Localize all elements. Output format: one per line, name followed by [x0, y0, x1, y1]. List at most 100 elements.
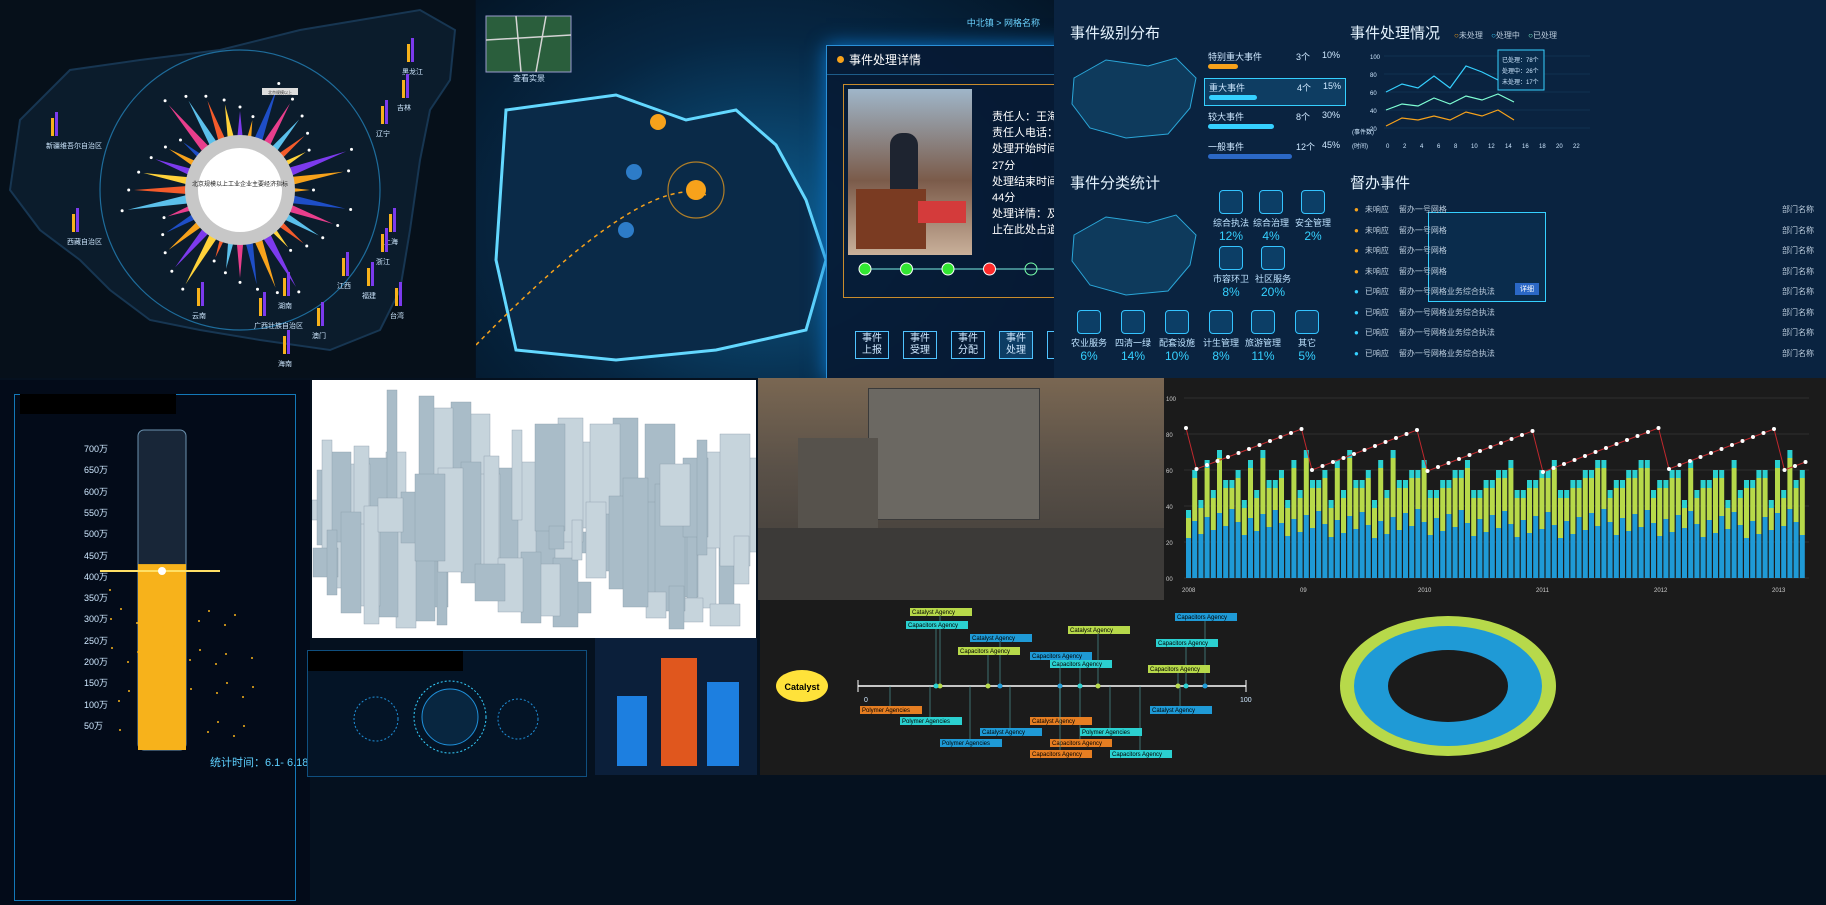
stack-bar: [1303, 450, 1309, 458]
supervise-row[interactable]: ●未响应留办一号网格部门名称: [1354, 245, 1814, 261]
line-point: [1572, 458, 1577, 462]
line-point: [1656, 426, 1661, 430]
line-point: [1299, 427, 1304, 431]
timeline-point: [1175, 683, 1181, 689]
timeline-label-bottom: Capacitors Agency: [1112, 752, 1162, 758]
stack-bar: [1403, 480, 1408, 488]
thermo-tick: 600万: [84, 486, 109, 497]
thermo-svg: [100, 429, 254, 751]
region-labels: 新疆维吾尔自治区西藏自治区黑龙江吉林辽宁上海浙江福建江西台湾云南广西壮族自治区湖…: [46, 38, 423, 368]
stack-bar: [1458, 478, 1464, 510]
status-dot-icon: ●: [1354, 287, 1359, 296]
supervise-row[interactable]: ●已响应留办一号网格业务综合执法部门名称: [1354, 307, 1814, 323]
supervise-status: 未响应: [1364, 205, 1389, 214]
stack-bar: [1254, 490, 1260, 498]
timeline-label-top: Catalyst Agency: [1070, 628, 1113, 634]
stack-bar: [1558, 498, 1563, 538]
region-bar: [72, 214, 75, 232]
stack-bar: [1626, 478, 1632, 531]
line-point: [1593, 450, 1598, 454]
stack-bar: [1533, 516, 1539, 578]
stack-bar: [1582, 470, 1588, 478]
stack-bar: [1682, 528, 1687, 578]
stack-bar: [1750, 488, 1756, 521]
stack-bar: [1719, 478, 1725, 516]
breadcrumb[interactable]: 中北镇 > 网格名称: [966, 18, 1040, 28]
supervise-row[interactable]: ●已响应留办一号网格业务综合执法部门名称: [1354, 348, 1814, 364]
stack-bar: [1372, 500, 1377, 508]
stack-bar: [1434, 490, 1439, 498]
line-point: [1719, 447, 1724, 451]
stack-bar: [1489, 480, 1495, 488]
stack-bar: [1229, 509, 1235, 578]
burst-dot: [120, 209, 124, 213]
burst-dot: [312, 188, 315, 192]
timeline-tag: [1175, 613, 1237, 621]
stack-bar: [1378, 460, 1384, 468]
stack-bar: [1675, 515, 1681, 578]
stack-bar: [1390, 458, 1396, 517]
stack-bar: [1446, 514, 1452, 578]
stack-bar: [1533, 480, 1539, 488]
stack-bar: [1725, 529, 1731, 578]
stack-bar: [1384, 498, 1390, 534]
category-label: 社区服务: [1254, 274, 1291, 284]
region-bar: [342, 258, 345, 276]
stack-bar: [1781, 498, 1787, 526]
supervise-status: 已响应: [1364, 328, 1389, 337]
timeline-tag: [1068, 626, 1130, 634]
legend-done: 已处理: [1533, 31, 1557, 40]
stack-bar: [1241, 500, 1247, 508]
supervise-row[interactable]: ●未响应留办一号网格部门名称: [1354, 266, 1814, 282]
supervise-row[interactable]: ●已响应留办一号网格业务综合执法部门名称: [1354, 286, 1814, 302]
stack-bar: [1279, 478, 1284, 523]
step-button[interactable]: 事件 分配: [951, 331, 985, 359]
supervise-row[interactable]: ●已响应留办一号网格业务综合执法部门名称: [1354, 327, 1814, 343]
stack-bar: [1396, 488, 1402, 530]
region-bar: [283, 336, 286, 354]
map-thumb-label[interactable]: 查看实景: [513, 74, 545, 83]
step-button[interactable]: 事件 受理: [903, 331, 937, 359]
status-dot-icon: ●: [1354, 328, 1359, 337]
stack-bar: [1384, 534, 1390, 578]
level-pct: 15%: [1323, 81, 1342, 91]
stack-bar: [1341, 490, 1346, 498]
stack-bar: [1341, 498, 1346, 533]
step-dot-todo: [1024, 262, 1038, 276]
region-bar: [389, 214, 392, 232]
detail-button[interactable]: 详细: [1515, 283, 1539, 295]
y-unit: (事件数): [1352, 128, 1374, 136]
timeline-tag: [958, 647, 1020, 655]
stack-bar: [1266, 480, 1272, 488]
step-button[interactable]: 事件 处理: [999, 331, 1033, 359]
thermo-footer: 统计时间：6.1- 6.18: [210, 757, 309, 769]
line-point: [1362, 448, 1367, 452]
supervise-row[interactable]: ●未响应留办一号网格部门名称: [1354, 204, 1814, 220]
sparkle-dot: [164, 684, 166, 686]
supervise-row[interactable]: ●未响应留办一号网格部门名称: [1354, 225, 1814, 241]
step-button[interactable]: 事件 上报: [855, 331, 889, 359]
line-point: [1184, 426, 1188, 430]
stack-bar: [1186, 510, 1191, 518]
line-point: [1667, 467, 1671, 471]
region-label: 吉林: [397, 103, 411, 112]
stack-bar: [1545, 478, 1551, 512]
stack-bar: [1601, 460, 1607, 468]
category-pct: 2%: [1304, 229, 1322, 243]
